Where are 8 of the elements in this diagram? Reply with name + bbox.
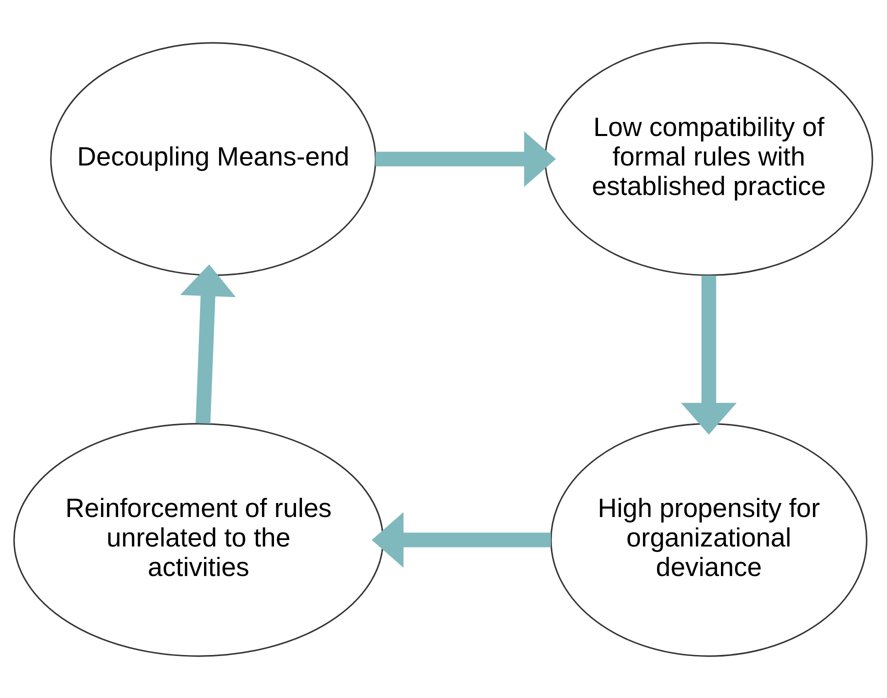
- arrow: [375, 130, 556, 186]
- arrow: [681, 274, 737, 434]
- arrow: [180, 264, 236, 424]
- node-ellipse: Reinforcement of rules unrelated to the activities: [13, 422, 384, 656]
- node-ellipse: High propensity for organizational deviance: [550, 422, 868, 656]
- arrow: [372, 512, 551, 568]
- node-ellipse: Low compatibility of formal rules with established practice: [544, 42, 874, 276]
- node-ellipse: Decoupling Means-end: [50, 42, 376, 276]
